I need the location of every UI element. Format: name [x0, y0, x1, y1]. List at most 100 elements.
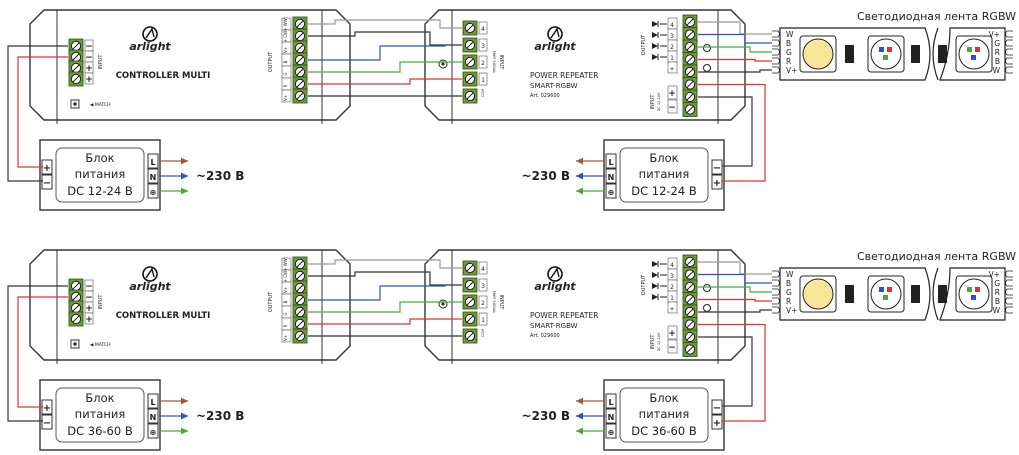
repeater-logo-icon [547, 26, 563, 42]
led-indicator-icon [652, 32, 658, 38]
repeater-signal-pin: 1 [481, 317, 485, 324]
repeater-brand-text: arlight [534, 280, 576, 293]
psu-right-mains-pin: L [608, 398, 613, 407]
led-chip-w-die [802, 38, 834, 70]
psu-right-mains-pin: N [608, 173, 615, 182]
controller-output-pin: V+ CW [283, 271, 288, 285]
psu-right-mains-arrow-head [576, 172, 583, 180]
psu-right-mains-pin-box [605, 408, 617, 424]
repeater-signal-input-label: INPUT [498, 55, 504, 71]
repeater-power-sign: − [668, 103, 676, 113]
repeater-signal-terminal-slot [466, 92, 474, 100]
repeater-signal-pin: 2 [481, 300, 485, 307]
psu-right-dc-sign: − [713, 403, 721, 414]
psu-left-mains-pin: L [150, 158, 155, 167]
psu-right-mains-pin-box [605, 183, 617, 199]
controller-output-terminal-slot [296, 80, 304, 88]
repeater-power-sign-box [667, 99, 678, 114]
led-die-green [967, 47, 972, 52]
psu-left-dc-sign-box [41, 414, 53, 430]
repeater-output-terminal-slot [686, 258, 694, 266]
repeater-signal-pin-box [478, 38, 488, 52]
repeater-output-pin: 2 [670, 44, 674, 51]
controller-model: CONTROLLER MULTI [116, 71, 211, 81]
wire-out-b [698, 33, 772, 44]
psu-right-mains-pin-box [605, 393, 617, 409]
controller-housing [29, 9, 351, 121]
repeater-output-terminal-slot [686, 308, 694, 316]
psu-right-title-1: Блок [649, 151, 678, 165]
wire-signal-r [308, 318, 462, 325]
controller-input-sign: − [85, 282, 93, 292]
wire-signal-g [308, 61, 462, 73]
repeater-submodel: SMART-RGBW [530, 322, 578, 330]
repeater-signal-pin: 4 [481, 26, 485, 33]
psu-left-mains-pin: N [150, 173, 157, 182]
match-label: ◀ MATCH [90, 102, 111, 108]
psu-right-mains-label: ~230 В [522, 169, 570, 183]
led-die-blue [879, 287, 884, 292]
psu-left-mains-arrow-head [181, 187, 188, 195]
controller-output-terminal-slot [296, 260, 304, 268]
controller-input-label: INPUT [98, 54, 104, 70]
repeater-signal-terminal-slot [466, 298, 474, 306]
psu-left-dc-sign: − [43, 178, 51, 189]
psu-right-mains-pin-box [605, 168, 617, 184]
controller-input-terminal-slot [72, 293, 80, 301]
controller-input-terminal-slot [72, 64, 80, 72]
resistor-icon [911, 45, 920, 63]
psu-left-mains-pin-box [147, 168, 159, 184]
psu-left-mains-pin-box [147, 393, 159, 409]
controller-output-terminal-slot [296, 32, 304, 40]
psu-left-mains-arrow-head [181, 157, 188, 165]
led-chip-rgb-die [958, 278, 990, 310]
repeater-signal-pin-box [478, 278, 488, 292]
wire-signal-cw [308, 31, 462, 46]
psu-right-dc-sign-box [711, 174, 723, 190]
repeater-signal-terminal-slot [466, 332, 474, 340]
psu-right-mains-arrow-head [576, 157, 583, 165]
led-chip-rgb-die [870, 278, 902, 310]
strip-cut-mark [932, 267, 939, 321]
repeater-output-terminal-slot [686, 283, 694, 291]
repeater-logo-mark-icon [550, 27, 560, 39]
led-indicator-icon [652, 43, 658, 49]
psu-right-mains-pin: ⊕ [608, 428, 615, 437]
controller-logo-mark-icon [145, 27, 155, 39]
resistor-icon [938, 285, 947, 303]
repeater-output-pin-box [667, 61, 678, 74]
psu-right-label-panel [619, 147, 709, 203]
wire-out-g [698, 46, 772, 53]
repeater-signal-terminal-slot [466, 264, 474, 272]
controller-input-terminal-slot [72, 42, 80, 50]
wire-signal-b [308, 285, 446, 301]
led-indicator-icon [652, 261, 658, 267]
led-die-red [887, 47, 892, 52]
led-die-red [975, 47, 980, 52]
led-indicator-icon [652, 21, 658, 27]
wire-rpsu-minus [698, 96, 753, 167]
led-indicator-icon [652, 294, 658, 300]
wire-rpsu-plus [698, 83, 766, 182]
repeater-signal-pin: 3 [481, 43, 485, 50]
psu-right-voltage: DC 12-24 В [631, 184, 697, 198]
controller-output-terminal-slot [296, 92, 304, 100]
strip-right-pin: W [993, 66, 1001, 75]
wire-signal-w [308, 259, 462, 269]
repeater-brand-text: arlight [534, 40, 576, 53]
led-die-red [975, 287, 980, 292]
repeater-power-input-sub: DC 12-24V [657, 92, 661, 111]
strip-left-pad [772, 30, 780, 38]
psu-right-dc-sign-box [711, 399, 723, 415]
psu-left-mains-pin-box [147, 153, 159, 169]
repeater-power-sign: − [668, 343, 676, 353]
controller-input-sign: − [85, 53, 93, 63]
strip-right-pin: W [993, 306, 1001, 315]
psu-right-mains-pin-box [605, 153, 617, 169]
repeater-art: Art. 029600 [530, 333, 560, 339]
psu-left-label-panel [55, 147, 145, 203]
psu-left-dc-sign-box [41, 174, 53, 190]
